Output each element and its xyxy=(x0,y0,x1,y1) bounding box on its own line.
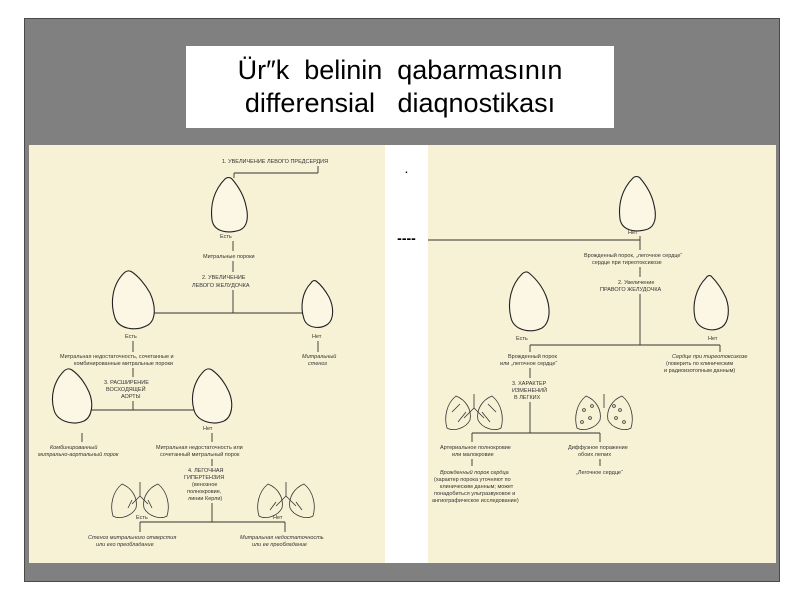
left-mitral-insuff-l2: комбинированные митральные пороки xyxy=(74,361,173,367)
connector xyxy=(81,433,213,442)
left-step3-l3: АОРТЫ xyxy=(121,394,141,400)
left-mitral-defects: Митральные пороки xyxy=(203,254,255,260)
right-cong-defect-l3: клиническим данным; может xyxy=(440,484,514,490)
right-step3-l2: ИЗМЕНЕНИЙ xyxy=(512,386,547,394)
gutter-dot: . xyxy=(404,160,409,176)
right-cong-defect-l5: ангиографическое исследование) xyxy=(432,498,519,504)
lungs-illustration-icon xyxy=(575,394,633,430)
heart-silhouette-icon xyxy=(210,176,248,233)
left-step4-l3: (венозное xyxy=(192,482,217,488)
lungs-illustration-icon xyxy=(445,394,503,430)
left-mitral-insuff2-l1: Митральная недостаточность или xyxy=(156,445,243,451)
right-step3-l3: В ЛЕГКИХ xyxy=(514,395,541,401)
right-book-page xyxy=(428,145,776,563)
left-combined-l1: Комбинированный xyxy=(50,444,97,451)
left-flowchart: 1. УВЕЛИЧЕНИЕ ЛЕВОГО ПРЕДСЕРДИЯ Есть Мит… xyxy=(38,159,336,548)
left-step3-l2: ВОСХОДЯЩЕЙ xyxy=(106,385,146,393)
left-yes2: Есть xyxy=(125,334,137,340)
right-cong-defect-l2: (характер порока уточняют по xyxy=(434,477,511,483)
left-res-left-l2: или его преобладание xyxy=(96,542,154,548)
left-step4-l5: линии Керли) xyxy=(188,496,222,502)
heart-silhouette-icon xyxy=(111,270,155,330)
connector xyxy=(471,433,601,442)
heart-silhouette-icon xyxy=(693,275,729,331)
connector xyxy=(471,459,601,466)
right-no1: Нет xyxy=(628,230,638,236)
right-diffuse-l2: обоих легких xyxy=(578,452,611,458)
right-step3-l1: 3. ХАРАКТЕР xyxy=(512,381,547,387)
right-cong-defect-l1: Врожденный порок сердца xyxy=(440,469,509,476)
right-step2-l2: ПРАВОГО ЖЕЛУДОЧКА xyxy=(600,287,662,293)
right-congenital-l2: сердце при тиреотоксикозе xyxy=(592,260,662,266)
page-gutter xyxy=(385,145,428,563)
right-step2-l1: 2. Увеличение xyxy=(618,280,654,286)
right-pulmonary-heart: „Легочное сердце“ xyxy=(576,470,623,476)
right-arterial-l1: Артериальное полнокровие xyxy=(440,445,511,451)
heart-silhouette-icon xyxy=(618,175,656,232)
right-flowchart: Нет Врожденный порок, „легочное сердце“ … xyxy=(428,175,747,504)
heart-silhouette-icon xyxy=(191,368,233,424)
left-step2-l1: 2. УВЕЛИЧЕНИЕ xyxy=(202,275,246,281)
left-step3-l1: 3. РАСШИРЕНИЕ xyxy=(104,380,149,386)
left-res-right-l1: Митральная недостаточность xyxy=(240,535,324,541)
left-step4-l1: 4. ЛЕГОЧНАЯ xyxy=(188,468,224,474)
left-step4-l4: полнокровие, xyxy=(187,489,222,495)
slide-title: Ür″k belinin qabarmasının differensial d… xyxy=(186,46,614,128)
right-arterial-l2: или малокровие xyxy=(452,452,494,458)
left-step4-l2: ГИПЕРТЕНЗИЯ xyxy=(184,475,224,481)
left-res-left-l1: Стеноз митрального отверстия xyxy=(88,535,176,541)
left-res-right-l2: или ее преобладание xyxy=(252,542,307,548)
right-cong-defect-l4: понадобиться ультразвуковое и xyxy=(434,491,515,497)
title-line-2: differensial diaqnostikası xyxy=(244,88,556,118)
title-line-1: Ür″k belinin qabarmasının xyxy=(237,55,563,85)
left-mitral-stenosis-l1: Митральный xyxy=(302,353,336,360)
right-thyro-l1: Сердце при тиреотоксикозе xyxy=(672,354,747,360)
heart-silhouette-icon xyxy=(301,280,334,328)
heart-silhouette-icon xyxy=(508,271,550,332)
left-yes1: Есть xyxy=(220,234,232,240)
lungs-illustration-icon xyxy=(257,482,315,518)
right-thyro-l2: (поверить по клиническим xyxy=(666,361,733,367)
right-congenital2-l1: Врожденный порок xyxy=(508,353,557,360)
connector xyxy=(472,402,600,434)
connector xyxy=(140,503,285,523)
connector xyxy=(233,166,319,178)
left-book-page xyxy=(29,145,385,563)
connector xyxy=(530,294,720,346)
left-step2-l2: ЛЕВОГО ЖЕЛУДОЧКА xyxy=(192,283,250,289)
right-thyro-l3: и радиоизотопным данным) xyxy=(664,368,735,374)
right-congenital-l1: Врожденный порок, „легочное сердце“ xyxy=(584,252,682,259)
connector xyxy=(133,290,318,314)
connector xyxy=(132,341,319,352)
left-yes4: Есть xyxy=(136,515,148,521)
left-no4: Нет xyxy=(273,515,283,521)
left-mitral-insuff2-l2: сочетанный митральный порок xyxy=(160,451,240,458)
left-mitral-stenosis-l2: стеноз xyxy=(308,361,327,367)
connector xyxy=(139,522,286,532)
right-yes2: Есть xyxy=(516,336,528,342)
left-no3: Нет xyxy=(203,426,213,432)
right-congenital2-l2: или „легочное сердце“ xyxy=(500,361,557,367)
connector xyxy=(428,236,641,250)
left-mitral-insuff-l1: Митральная недостаточность, сочетанные и xyxy=(60,354,174,360)
connector xyxy=(529,345,721,352)
left-no2: Нет xyxy=(312,334,322,340)
lungs-illustration-icon xyxy=(111,482,169,518)
right-diffuse-l1: Диффузное поражение xyxy=(568,445,628,451)
connector xyxy=(82,401,212,411)
heart-silhouette-icon xyxy=(51,368,93,424)
right-no2: Нет xyxy=(708,336,718,342)
left-step1-label: 1. УВЕЛИЧЕНИЕ ЛЕВОГО ПРЕДСЕРДИЯ xyxy=(222,159,328,165)
gutter-dashes: ---- xyxy=(397,230,416,246)
left-combined-l2: митрально-аортальный порок xyxy=(38,451,119,458)
